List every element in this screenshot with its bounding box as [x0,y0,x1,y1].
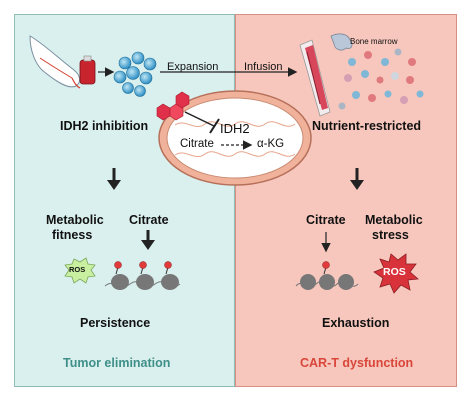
mitochondrion-icon [158,90,312,186]
ros-burst-icon-left [64,257,96,284]
label-expansion: Expansion [167,61,219,73]
label-idh2: IDH2 [220,121,250,136]
label-ros-right: ROS [383,266,406,278]
label-car-t-dysfunction: CAR-T dysfunction [300,356,414,370]
ros-burst-icon-right [373,253,419,294]
label-exhaustion: Exhaustion [322,316,390,330]
label-akg: α-KG [257,138,285,150]
label-citrate-left: Citrate [129,213,169,227]
bone-marrow-cells [338,48,424,110]
label-idh2-inhibition: IDH2 inhibition [60,119,149,133]
label-metabolic-fitness-1: Metabolic [46,213,104,227]
blood-bag-icon [71,55,96,89]
bone-icon [299,33,353,117]
t-cell-cluster-icon [113,51,157,97]
label-ros-left: ROS [69,265,86,274]
label-citrate-mito: Citrate [180,138,214,150]
down-arrow-left [107,168,121,190]
label-nutrient-restricted: Nutrient-restricted [312,119,422,133]
label-metabolic-stress-1: Metabolic [365,213,423,227]
arm-icon [29,35,81,88]
nucleosome-icon-right [295,261,359,290]
citrate-arrow-left [141,230,155,250]
nucleosome-icon-left [104,261,181,290]
label-citrate-right: Citrate [306,213,346,227]
label-tumor-elimination: Tumor elimination [63,356,171,370]
inhibitor-molecule-icon [156,91,190,121]
label-persistence: Persistence [80,316,151,330]
label-bone-marrow: Bone marrow [350,37,398,46]
inhibition-arrow [184,111,220,134]
label-metabolic-fitness-2: fitness [52,228,93,242]
label-infusion: Infusion [244,61,283,73]
down-arrow-right [350,168,364,190]
label-metabolic-stress-2: stress [372,228,409,242]
